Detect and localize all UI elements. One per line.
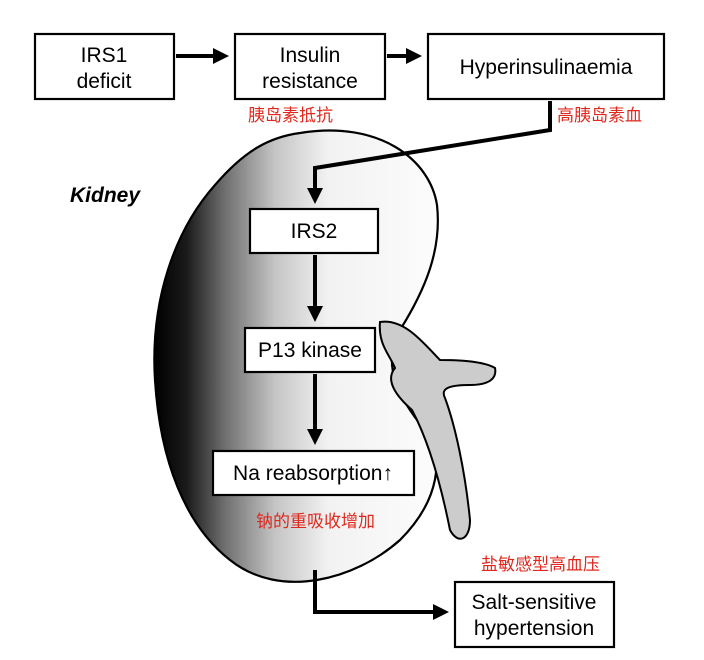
salt-sensitive-label-1: Salt-sensitive	[472, 591, 597, 614]
irs1-deficit-label-2: deficit	[77, 70, 132, 93]
arrow-na-to-hypertension	[313, 570, 449, 620]
irs2-box	[248, 207, 380, 255]
na-reabsorption-label: Na reabsorption↑	[233, 462, 393, 485]
insulin-resistance-label-1: Insulin	[280, 44, 341, 67]
irs1-deficit-box	[33, 32, 176, 101]
na-reabsorption-box	[211, 449, 416, 497]
p13-kinase-label: P13 kinase	[258, 339, 362, 362]
salt-sensitive-hypertension-box	[453, 580, 616, 649]
irs2-label: IRS2	[291, 220, 338, 243]
insulin-resistance-label-2: resistance	[262, 70, 358, 93]
salt-sensitive-cn-label: 盐敏感型高血压	[481, 555, 600, 575]
insulin-resistance-box	[233, 32, 387, 101]
salt-sensitive-label-2: hypertension	[474, 617, 594, 640]
hyperinsulinaemia-cn-label: 高胰岛素血	[557, 106, 642, 126]
ureter-shape	[378, 320, 497, 540]
insulin-resistance-cn-label: 胰岛素抵抗	[248, 106, 333, 126]
na-reabsorption-cn-label: 钠的重吸收增加	[256, 512, 375, 532]
hyperinsulinaemia-label: Hyperinsulinaemia	[460, 56, 633, 79]
arrow-hyper-to-irs2	[307, 101, 552, 204]
hyperinsulinaemia-box	[426, 32, 666, 101]
p13-kinase-box	[243, 326, 377, 374]
kidney-label: Kidney	[70, 184, 141, 207]
irs1-deficit-label-1: IRS1	[81, 44, 128, 67]
